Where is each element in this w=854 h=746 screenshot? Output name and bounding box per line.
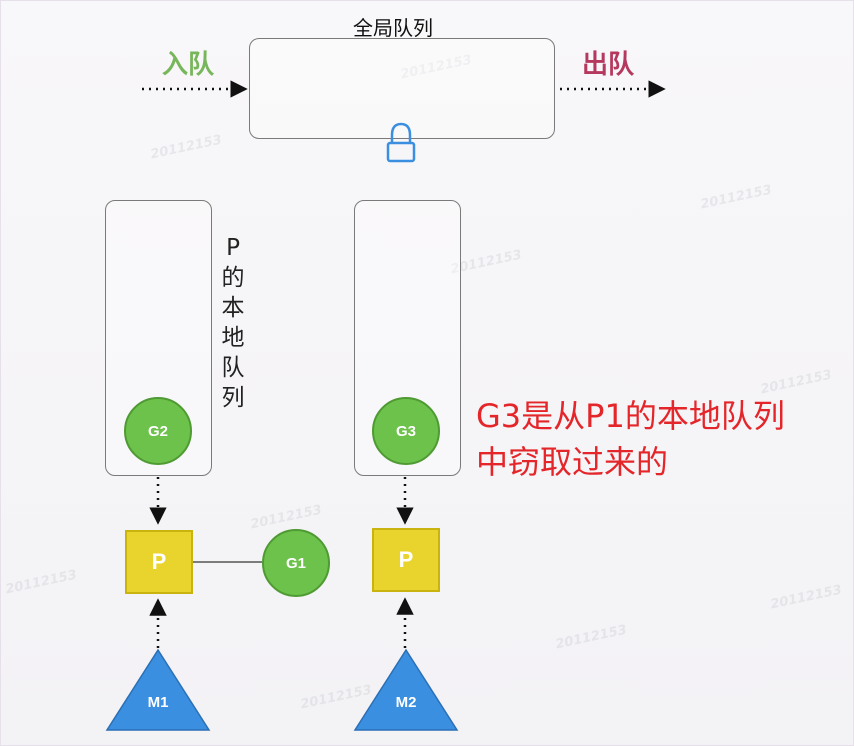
local-queue-label-char: 队 xyxy=(221,355,245,381)
goroutine-g1: G1 xyxy=(262,529,330,597)
machine-m1-label: M1 xyxy=(147,694,169,711)
local-queue-label-char: 的 xyxy=(221,265,245,291)
local-queue-label-char: 地 xyxy=(221,325,245,351)
steal-note: G3是从P1的本地队列 中窃取过来的 xyxy=(476,393,785,485)
processor-p1: P xyxy=(125,530,193,594)
m1-triangle xyxy=(105,648,211,731)
global-queue-label: 全局队列 xyxy=(353,16,433,40)
lock-icon xyxy=(386,122,416,163)
steal-note-line1: G3是从P1的本地队列 xyxy=(476,397,785,435)
local-queue-label-char: 本 xyxy=(221,295,245,321)
goroutine-g3: G3 xyxy=(372,397,440,465)
dequeue-label: 出队 xyxy=(582,50,635,80)
enqueue-label: 入队 xyxy=(162,50,215,80)
processor-p2: P xyxy=(372,528,440,592)
m2-triangle xyxy=(353,648,459,731)
steal-note-line2: 中窃取过来的 xyxy=(476,443,669,481)
global-queue-box xyxy=(249,38,555,139)
local-queue-label-char: 列 xyxy=(221,385,245,411)
local-queue-label-char: P xyxy=(226,235,240,261)
machine-m2-label: M2 xyxy=(395,694,417,711)
goroutine-g2: G2 xyxy=(124,397,192,465)
local-queue-label: P 的 本 地 队 列 xyxy=(220,233,246,413)
